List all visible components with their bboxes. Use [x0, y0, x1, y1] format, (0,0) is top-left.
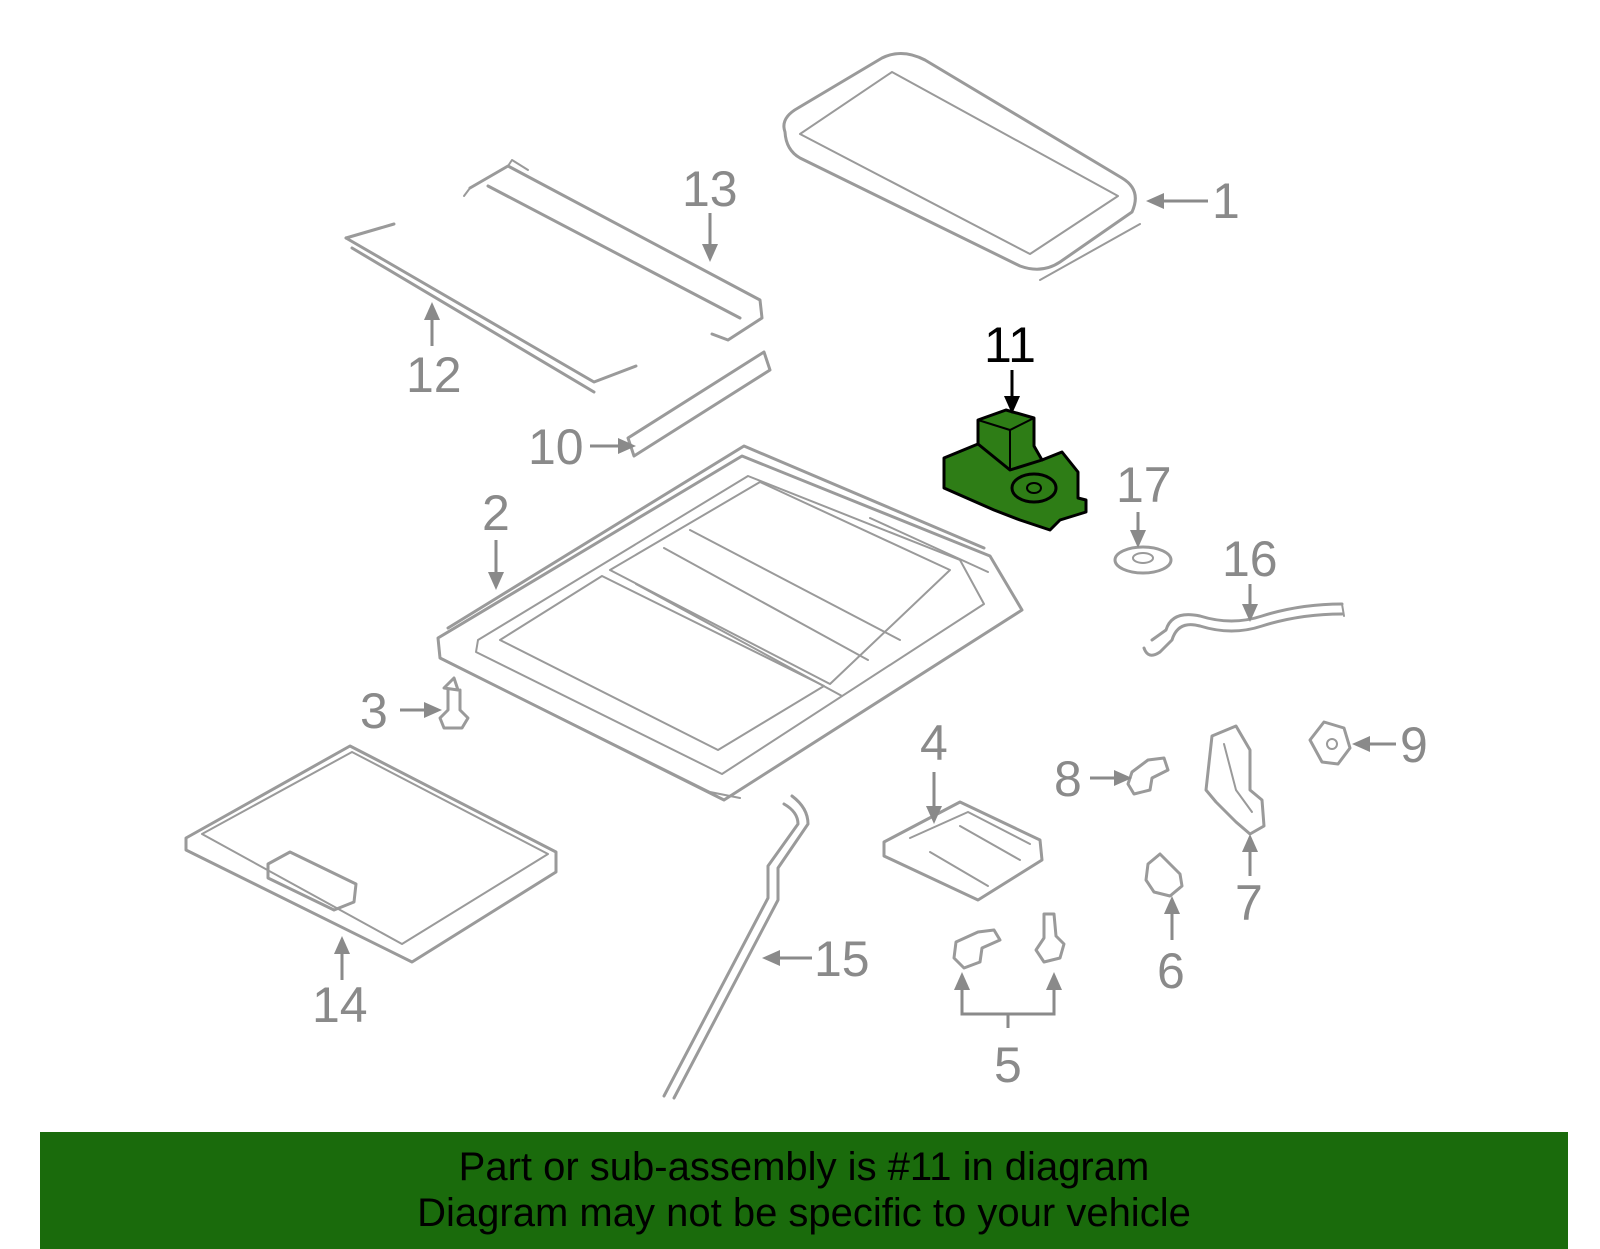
- callout-4: 4: [920, 715, 948, 771]
- callout-8: 8: [1054, 751, 1082, 807]
- part-11-sunroof-motor[interactable]: [942, 408, 1088, 532]
- part-9-clip[interactable]: [1308, 720, 1352, 766]
- callout-7: 7: [1235, 875, 1263, 931]
- part-17-grommet[interactable]: [1113, 545, 1173, 575]
- part-2-sunroof-frame[interactable]: [436, 444, 1024, 802]
- callout-2: 2: [482, 485, 510, 541]
- banner-line-1: Part or sub-assembly is #11 in diagram: [458, 1145, 1150, 1189]
- callout-13: 13: [682, 161, 738, 217]
- leader-lines: [334, 193, 1396, 1028]
- part-4-bracket[interactable]: [882, 800, 1044, 902]
- callout-14: 14: [312, 977, 368, 1033]
- banner-line-2: Diagram may not be specific to your vehi…: [417, 1191, 1191, 1235]
- callout-9: 9: [1400, 717, 1428, 773]
- callout-15: 15: [814, 931, 870, 987]
- callout-3: 3: [360, 683, 388, 739]
- info-banner: Part or sub-assembly is #11 in diagram D…: [40, 1132, 1568, 1249]
- part-14-sunshade[interactable]: [184, 744, 558, 964]
- callout-12: 12: [406, 347, 462, 403]
- part-1-glass-panel[interactable]: [782, 52, 1141, 281]
- callout-1: 1: [1212, 173, 1240, 229]
- part-16-drain-hose[interactable]: [1142, 602, 1345, 657]
- part-6-clip[interactable]: [1144, 852, 1184, 898]
- part-5-bolts[interactable]: [952, 912, 1066, 970]
- callout-6: 6: [1157, 943, 1185, 999]
- callout-16: 16: [1222, 531, 1278, 587]
- callout-5: 5: [994, 1037, 1022, 1093]
- callout-labels: 1 2 3 4 5 6 7 8 9 10 11 12 13 14 15 16 1…: [312, 161, 1428, 1093]
- callout-17: 17: [1116, 457, 1172, 513]
- part-3-bolt[interactable]: [438, 676, 470, 730]
- part-10-seal[interactable]: [626, 350, 772, 458]
- part-12-rail[interactable]: [344, 222, 638, 394]
- callout-10: 10: [528, 419, 584, 475]
- part-15-drain-hose[interactable]: [662, 794, 810, 1100]
- part-8-bolt[interactable]: [1126, 756, 1170, 796]
- part-7-bracket[interactable]: [1204, 724, 1266, 836]
- part-13-rail[interactable]: [463, 159, 764, 342]
- callout-11: 11: [984, 317, 1036, 373]
